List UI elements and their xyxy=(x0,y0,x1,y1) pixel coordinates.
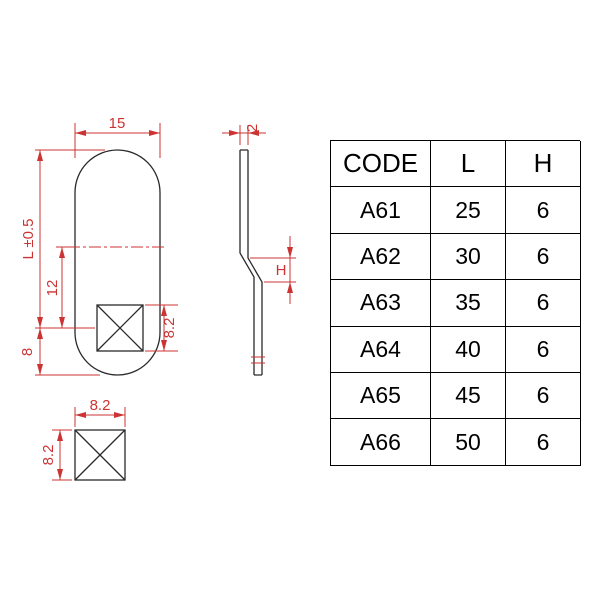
table-cell-l: 45 xyxy=(431,372,506,420)
table-cell-l: 35 xyxy=(431,280,506,327)
dimension-labels: 15 L ±0.5 12 8 8.2 2 H 8.2 8.2 xyxy=(19,115,286,465)
detail-height-dim-label: 8.2 xyxy=(40,445,57,466)
hole-center-dim-label: 12 xyxy=(44,280,61,297)
front-length-dim-label: L ±0.5 xyxy=(20,218,37,259)
table-cell-code: A62 xyxy=(331,233,431,281)
table-cell-l: 50 xyxy=(431,419,506,466)
table-cell-l: 30 xyxy=(431,233,506,281)
table-cell-h: 6 xyxy=(506,372,581,420)
dimension-lines xyxy=(35,123,296,481)
spec-table: CODE L H A61 25 6 A62 30 6 A63 35 6 A64 … xyxy=(330,140,581,466)
spec-table-header-h: H xyxy=(506,141,581,188)
table-cell-h: 6 xyxy=(506,419,581,466)
part-geometry xyxy=(74,149,263,481)
side-view-tick-marks xyxy=(251,356,265,364)
detail-square xyxy=(74,429,126,481)
detail-width-dim-label: 8.2 xyxy=(90,397,111,414)
table-cell-code: A65 xyxy=(331,372,431,420)
table-cell-code: A63 xyxy=(331,280,431,327)
table-cell-code: A66 xyxy=(331,419,431,466)
front-view-outline xyxy=(74,149,161,376)
table-cell-code: A64 xyxy=(331,326,431,373)
table-cell-h: 6 xyxy=(506,280,581,327)
hole-height-dim-label: 8.2 xyxy=(161,318,178,339)
table-cell-code: A61 xyxy=(331,187,431,234)
offset-ext-lines xyxy=(250,257,296,283)
square-hole xyxy=(96,304,144,352)
front-bottom-dim-label: 8 xyxy=(19,348,36,356)
table-cell-h: 6 xyxy=(506,326,581,373)
width-ext-lines xyxy=(74,123,161,158)
table-cell-h: 6 xyxy=(506,233,581,281)
spec-table-header-code: CODE xyxy=(331,141,431,188)
side-thickness-dim-label: 2 xyxy=(244,124,261,132)
detail-square-cross xyxy=(74,429,126,481)
square-hole-cross xyxy=(96,304,144,352)
spec-table-header-l: L xyxy=(431,141,506,188)
side-view-outline xyxy=(239,149,263,376)
table-cell-l: 40 xyxy=(431,326,506,373)
table-cell-h: 6 xyxy=(506,187,581,234)
side-offset-dim-label: H xyxy=(276,262,287,279)
front-width-dim-label: 15 xyxy=(109,115,126,132)
table-cell-l: 25 xyxy=(431,187,506,234)
length-ext-lines xyxy=(35,149,105,376)
